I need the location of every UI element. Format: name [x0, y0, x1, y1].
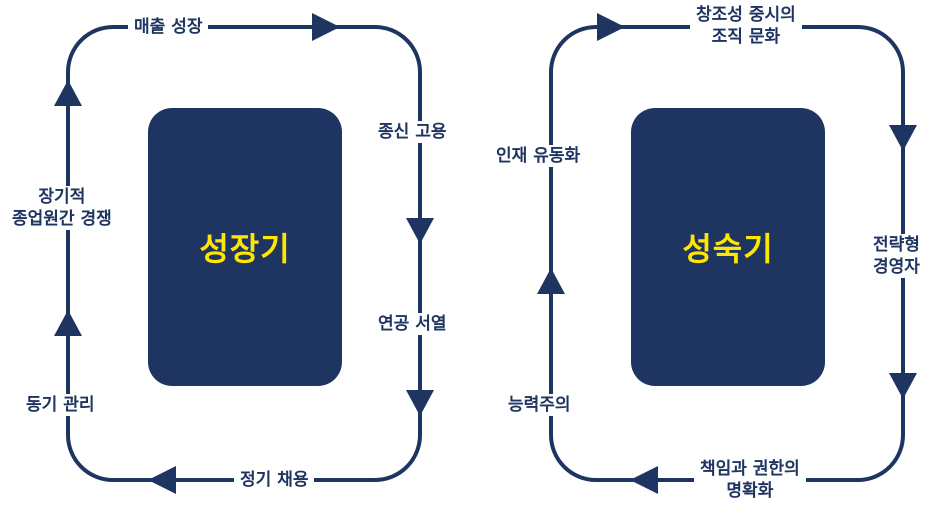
right-label-left-lower: 능력주의: [502, 394, 577, 416]
arrow-up-icon: [54, 310, 82, 336]
right-label-top: 창조성 중시의 조직 문화: [690, 4, 802, 48]
arrow-down-icon: [889, 373, 917, 399]
arrow-right-icon: [312, 13, 340, 41]
arrow-right-icon: [597, 13, 625, 41]
right-label-left-upper: 인재 유동화: [490, 145, 587, 167]
right-label-right: 전략형 경영자: [867, 234, 926, 278]
arrow-up-icon: [537, 268, 565, 294]
left-center-title: 성장기: [199, 230, 291, 268]
right-center-title: 성숙기: [682, 230, 774, 268]
arrow-up-icon: [54, 80, 82, 106]
arrow-left-icon: [630, 466, 658, 494]
right-center-box: 성숙기: [631, 108, 825, 386]
left-label-left-lower: 동기 관리: [20, 394, 101, 416]
left-label-right-lower: 연공 서열: [372, 313, 453, 335]
left-label-left-upper: 장기적 종업원간 경쟁: [6, 186, 118, 230]
right-label-bottom: 책임과 권한의 명확화: [694, 458, 806, 502]
arrow-left-icon: [148, 466, 176, 494]
arrow-down-icon: [889, 125, 917, 151]
left-label-top: 매출 성장: [128, 16, 209, 38]
left-label-right-upper: 종신 고용: [372, 121, 453, 143]
arrow-down-icon: [406, 390, 434, 416]
arrow-down-icon: [406, 218, 434, 244]
left-center-box: 성장기: [148, 108, 342, 386]
left-label-bottom: 정기 채용: [234, 469, 315, 491]
